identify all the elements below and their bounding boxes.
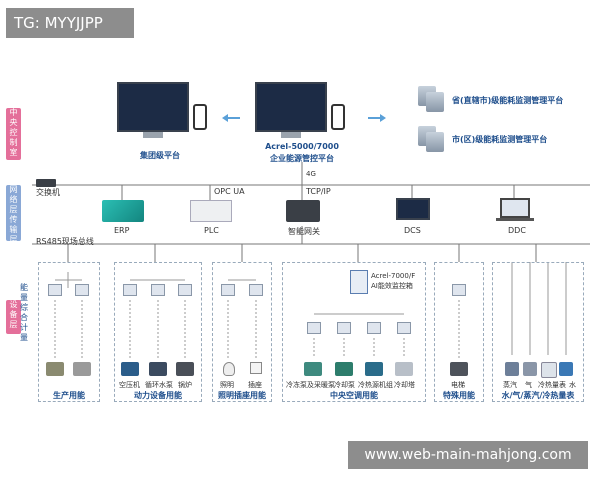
group-platform-monitor-icon <box>117 82 189 132</box>
plc-label: PLC <box>204 226 219 235</box>
group-name-special: 特殊用能 <box>443 391 475 400</box>
group-box-production <box>38 262 100 402</box>
server-icon <box>426 132 444 152</box>
meter-icon <box>178 284 192 296</box>
gateway-icon <box>286 200 320 222</box>
acrel-box-title: Acrel-7000/F <box>371 272 416 280</box>
group-name-power: 动力设备用能 <box>134 391 182 400</box>
acrel-box-subtitle: AI能效监控箱 <box>371 282 413 290</box>
dcs-monitor-icon <box>396 198 430 220</box>
monitor-stand <box>143 132 163 138</box>
item-label: 循环水泵 <box>145 381 173 389</box>
watermark: www.web-main-mahjong.com <box>348 441 588 469</box>
air-compressor-icon <box>121 362 139 376</box>
city-platform-label: 市(区)级能耗监测管理平台 <box>452 135 548 144</box>
tcpip-label: TCP/IP <box>306 187 331 196</box>
meter-icon <box>337 322 351 334</box>
production-machine-icon <box>73 362 91 376</box>
meter-icon <box>452 284 466 296</box>
chilled-pump-icon <box>304 362 322 376</box>
cooling-pump-icon <box>335 362 353 376</box>
item-label: 气 <box>525 381 532 389</box>
item-label: 插座 <box>248 381 262 389</box>
socket-icon <box>250 362 262 374</box>
lightbulb-icon <box>223 362 235 376</box>
group-name-hvac: 中央空调用能 <box>330 391 378 400</box>
group-name-lighting: 照明插座用能 <box>218 391 266 400</box>
boiler-icon <box>176 362 194 376</box>
group-box-lighting <box>212 262 272 402</box>
item-label: 水 <box>569 381 576 389</box>
meter-icon <box>249 284 263 296</box>
side-label-control: 中央控制室 <box>6 108 21 160</box>
item-label: 冷却泵 <box>334 381 355 389</box>
cooling-tower-icon <box>395 362 413 376</box>
plc-icon <box>190 200 232 222</box>
corner-tag: TG: MYYJJPP <box>6 8 134 38</box>
circulating-pump-icon <box>149 362 167 376</box>
item-label: 蒸汽 <box>503 381 517 389</box>
production-machine-icon <box>46 362 64 376</box>
switch-label: 交换机 <box>36 188 60 197</box>
dcs-label: DCS <box>404 226 421 235</box>
chiller-unit-icon <box>365 362 383 376</box>
gateway-label: 智能网关 <box>288 227 320 236</box>
item-label: 冷却塔 <box>394 381 415 389</box>
server-icon <box>426 92 444 112</box>
energy-metering-label: 能量综合计量 <box>20 283 28 342</box>
meter-icon <box>367 322 381 334</box>
heat-meter-icon <box>541 362 557 378</box>
group-platform-label: 集团级平台 <box>140 151 180 160</box>
meter-icon <box>307 322 321 334</box>
item-label: 空压机 <box>119 381 140 389</box>
erp-label: ERP <box>114 226 130 235</box>
tablet-icon <box>193 104 207 130</box>
group-box-power <box>114 262 202 402</box>
acrel-ai-box-icon <box>350 270 368 294</box>
group-name-metering: 水/气/蒸汽/冷热量表 <box>501 391 575 400</box>
gas-meter-icon <box>523 362 537 376</box>
ddc-label: DDC <box>508 226 526 235</box>
acrel-platform-monitor-icon <box>255 82 327 132</box>
opcua-label: OPC UA <box>214 187 245 196</box>
meter-icon <box>48 284 62 296</box>
meter-icon <box>75 284 89 296</box>
ddc-laptop-icon <box>500 198 530 218</box>
provincial-platform-label: 省(直辖市)级能耗监测管理平台 <box>452 96 564 105</box>
meter-icon <box>151 284 165 296</box>
acrel-platform-title: Acrel-5000/7000 <box>265 142 339 151</box>
meter-icon <box>221 284 235 296</box>
item-label: 锅炉 <box>178 381 192 389</box>
item-label: 冷热源机组 <box>358 381 393 389</box>
side-label-network: 网络层传输层 <box>6 185 21 244</box>
switch-icon <box>36 179 56 187</box>
group-box-hvac <box>282 262 426 402</box>
monitor-stand-2 <box>281 132 301 138</box>
4g-label: 4G <box>306 170 316 178</box>
acrel-platform-subtitle: 企业能源管控平台 <box>270 154 334 163</box>
side-label-device: 设备层 <box>6 300 21 334</box>
tablet-icon-2 <box>331 104 345 130</box>
rs485-label: RS485现场总线 <box>36 237 94 246</box>
item-label: 照明 <box>220 381 234 389</box>
elevator-icon <box>450 362 468 376</box>
water-meter-icon <box>559 362 573 376</box>
steam-meter-icon <box>505 362 519 376</box>
item-label: 冷冻泵及采暖泵 <box>286 381 335 389</box>
erp-icon <box>102 200 144 222</box>
item-label: 冷热量表 <box>538 381 566 389</box>
item-label: 电梯 <box>451 381 465 389</box>
group-name-production: 生产用能 <box>53 391 85 400</box>
group-box-metering <box>492 262 584 402</box>
laptop-base <box>496 218 534 221</box>
meter-icon <box>123 284 137 296</box>
meter-icon <box>397 322 411 334</box>
group-box-special <box>434 262 484 402</box>
